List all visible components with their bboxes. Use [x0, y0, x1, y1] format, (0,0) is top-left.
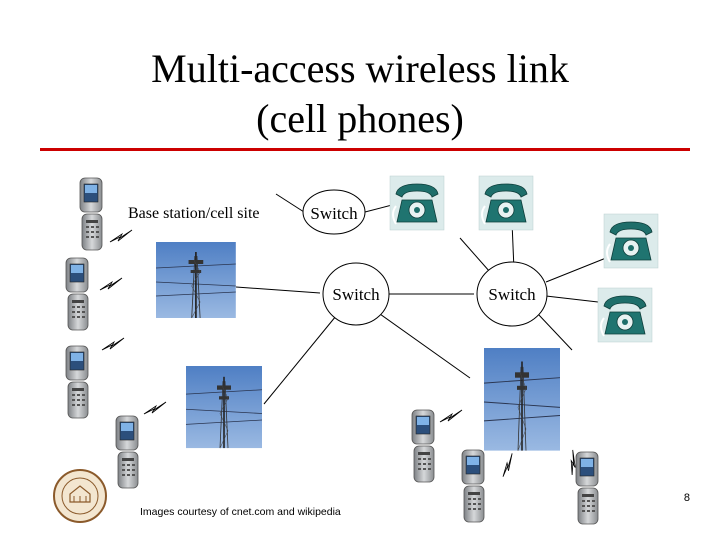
switch-middle-label: Switch — [332, 285, 380, 304]
university-seal-logo — [53, 469, 107, 523]
cell-phone-icon-6 — [461, 449, 485, 523]
cell-tower-image-2 — [185, 365, 263, 449]
switch-right — [476, 261, 548, 327]
lightning-icon-5 — [439, 409, 463, 423]
base-station-label: Base station/cell site — [128, 205, 260, 222]
title-underline — [40, 148, 690, 151]
cell-phone-icon-2 — [65, 257, 89, 331]
lightning-icon-6 — [494, 452, 521, 478]
desk-phone-icon-3 — [603, 213, 659, 269]
switch-right-label: Switch — [488, 285, 536, 304]
cell-tower-image-1 — [155, 241, 237, 319]
cell-phone-icon-1 — [79, 177, 103, 251]
cell-phone-icon-7 — [575, 451, 599, 525]
switch-middle — [322, 262, 390, 326]
slide-title-line1: Multi-access wireless link — [151, 46, 569, 91]
lightning-icon-2 — [99, 277, 123, 291]
page-number: 8 — [683, 492, 690, 504]
cell-phone-icon-4 — [115, 415, 139, 489]
desk-phone-icon-2 — [478, 175, 534, 231]
lightning-icon-1 — [109, 229, 133, 243]
image-credit: Images courtesy of cnet.com and wikipedi… — [140, 506, 341, 518]
switch-top — [302, 189, 366, 235]
cell-tower-image-3 — [482, 346, 562, 452]
lightning-icon-4 — [143, 401, 167, 415]
cell-phone-icon-3 — [65, 345, 89, 419]
lightning-icon-3 — [101, 337, 125, 351]
slide-title-line2: (cell phones) — [256, 96, 464, 141]
switch-top-label: Switch — [310, 204, 358, 223]
cell-phone-icon-5 — [411, 409, 435, 483]
desk-phone-icon-1 — [389, 175, 445, 231]
desk-phone-icon-4 — [597, 287, 653, 343]
